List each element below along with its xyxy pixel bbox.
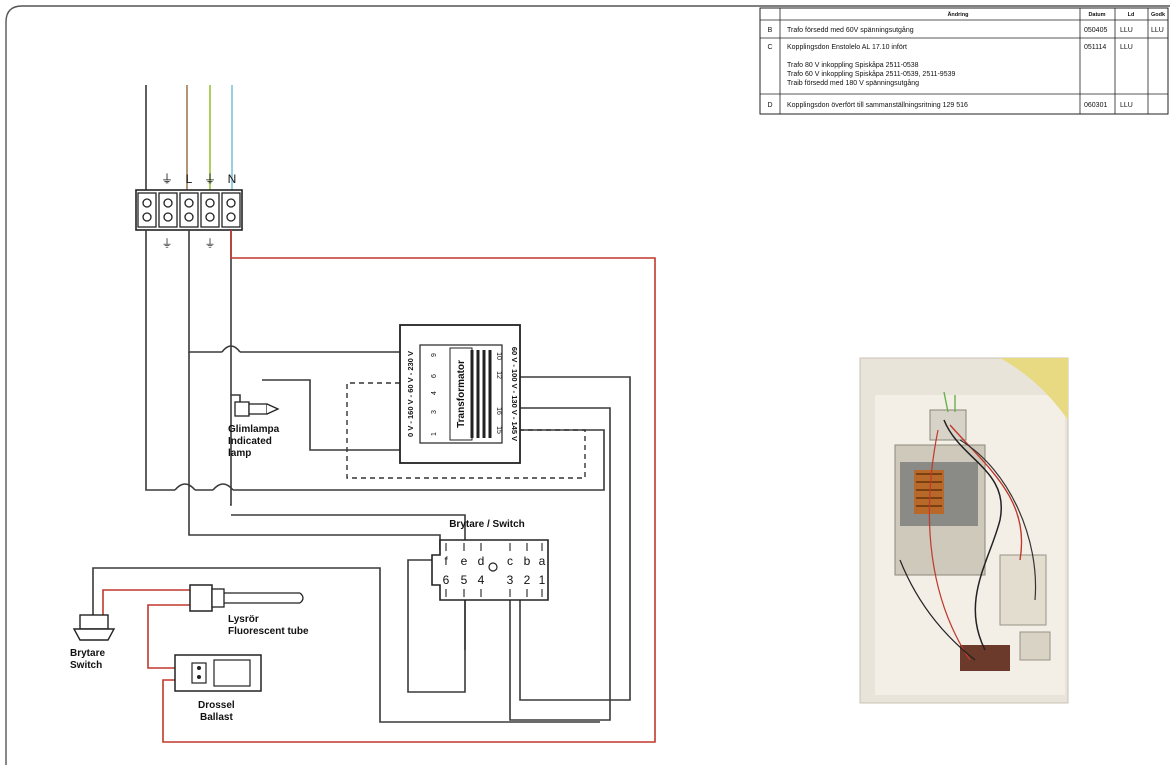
rev-row-date: 051114: [1084, 44, 1106, 51]
transformer-pin: 15: [495, 426, 502, 434]
rev-row-text: Traib försedd med 180 V spänningsutgång: [787, 79, 919, 87]
tube-label: Lysrör: [228, 614, 259, 625]
cabinet-photo: [859, 357, 1069, 704]
switch-contact-letter: a: [539, 554, 546, 568]
transformer: Transformator 0 V - 160 V - 60 V - 230 V…: [399, 324, 521, 464]
rev-row-letter: B: [768, 27, 773, 34]
terminal-label-earth-bottom: ⏚: [162, 237, 173, 250]
switch-contact-number: 5: [461, 573, 468, 587]
sheet-border: [5, 5, 1170, 765]
rev-row-text: Trafo 80 V inkoppling Spiskåpa 2511-0538: [787, 61, 919, 69]
ballast-icon: [174, 654, 262, 692]
rev-row-by: LLU: [1120, 102, 1133, 109]
transformer-pin: 16: [495, 407, 502, 415]
terminal-label-line: L: [186, 172, 193, 186]
indicator-lamp-label: lamp: [228, 448, 251, 459]
revision-table: Ändring Datum Ld Godk B Trafo försedd me…: [759, 7, 1169, 115]
transformer-pin: 9: [431, 353, 438, 357]
rev-row-by: LLU: [1120, 27, 1133, 34]
ballast-label: Drossel: [198, 700, 235, 711]
rev-header-by: Ld: [1128, 12, 1135, 18]
switch-contact-number: 4: [478, 573, 485, 587]
terminal-label-earth: ⏚: [204, 172, 216, 186]
terminal-label-earth: ⏚: [161, 172, 173, 186]
fluorescent-tube-icon: [189, 584, 304, 612]
indicator-lamp-label: Glimlampa: [228, 424, 280, 435]
transformer-right-voltages: 60 V - 100 V - 130 V - 145 V: [510, 347, 519, 441]
terminal-label-neutral: N: [228, 172, 237, 186]
transformer-pin: 10: [495, 352, 502, 360]
transformer-name: Transformator: [456, 360, 467, 428]
main-switch: f e d c b a 6 5 4 3 2 1: [431, 539, 549, 601]
switch-contact-number: 6: [443, 573, 450, 587]
rev-row-text: Kopplingsdon överfört till sammanställni…: [787, 102, 968, 109]
rev-row-text: Kopplingsdon Enstolelo AL 17.10 infört: [787, 44, 907, 51]
rev-header-approved: Godk: [1151, 12, 1166, 18]
switch-contact-letter: d: [478, 554, 485, 568]
indicator-lamp-label: Indicated: [228, 436, 272, 447]
rev-row-date: 060301: [1084, 102, 1107, 109]
switch-contact-letter: f: [444, 554, 448, 568]
small-switch-label: Switch: [70, 660, 102, 671]
transformer-pin: 6: [431, 374, 438, 378]
rev-row-by: LLU: [1120, 44, 1133, 51]
supply-wires: [145, 85, 233, 190]
rev-header-date: Datum: [1088, 12, 1105, 18]
transformer-left-voltages: 0 V - 160 V - 60 V - 230 V: [406, 351, 415, 437]
tube-label: Fluorescent tube: [228, 626, 309, 637]
transformer-pin: 3: [431, 410, 438, 414]
main-switch-title: Brytare / Switch: [449, 519, 525, 530]
switch-contact-letter: e: [461, 554, 468, 568]
transformer-pin: 4: [431, 391, 438, 395]
terminal-block: [135, 189, 243, 231]
small-switch-label: Brytare: [70, 648, 105, 659]
ballast-label: Ballast: [200, 712, 233, 723]
switch-contact-number: 1: [539, 573, 546, 587]
rev-row-letter: C: [767, 44, 772, 51]
transformer-pin: 1: [431, 432, 438, 436]
rev-row-date: 050405: [1084, 27, 1107, 34]
rev-header-change: Ändring: [947, 11, 968, 18]
small-switch-icon: [72, 614, 116, 641]
rev-row-approved: LLU: [1151, 27, 1164, 34]
switch-contact-letter: c: [507, 554, 513, 568]
terminal-label-earth-bottom: ⏚: [205, 237, 216, 250]
rev-row-text: Trafo försedd med 60V spänningsutgång: [787, 26, 914, 34]
switch-contact-number: 3: [507, 573, 514, 587]
rev-row-letter: D: [767, 102, 772, 109]
switch-contact-number: 2: [524, 573, 531, 587]
switch-contact-letter: b: [524, 554, 531, 568]
rev-row-text: Trafo 60 V inkoppling Spiskåpa 2511-0539…: [787, 70, 955, 78]
transformer-pin: 12: [495, 371, 502, 379]
indicator-lamp-icon: [234, 401, 280, 417]
